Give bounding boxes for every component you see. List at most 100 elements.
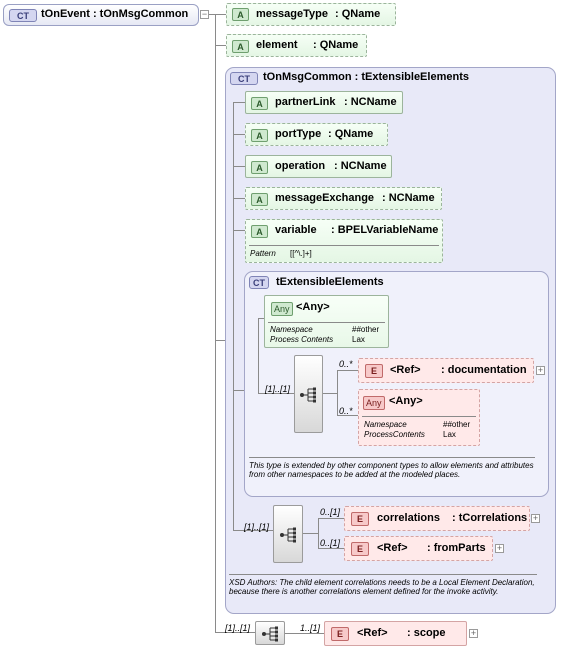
element-icon: E [351, 542, 369, 556]
connector-operation [233, 166, 245, 167]
collapse-root-icon[interactable]: − [200, 9, 209, 19]
element-icon: E [331, 627, 349, 641]
expand-scope-icon[interactable]: + [469, 628, 478, 638]
connector-correlations [318, 518, 344, 519]
element-documentation[interactable]: E <Ref> : documentation [358, 358, 534, 383]
attribute-type: : QName [328, 128, 374, 140]
attribute-messageexchange[interactable]: A messageExchange : NCName [245, 187, 442, 210]
expand-correlations-icon[interactable]: + [531, 513, 540, 523]
any-element[interactable]: Any <Any> Namespace ##other ProcessConte… [358, 389, 480, 446]
element-fromparts[interactable]: E <Ref> : fromParts [344, 536, 493, 561]
root-complex-type[interactable]: CT tOnEvent : tOnMsgCommon [3, 4, 199, 26]
any-icon: Any [363, 396, 385, 410]
connector-base-seq-out [303, 533, 318, 534]
sequence-icon [262, 626, 278, 642]
process-contents-value: Lax [352, 335, 365, 344]
connector-porttype [233, 134, 245, 135]
attribute-icon: A [232, 40, 249, 53]
attribute-type: : NCName [334, 160, 387, 172]
attribute-type: : QName [313, 39, 359, 51]
element-scope[interactable]: E <Ref> : scope [324, 621, 467, 646]
base-note-separator [229, 574, 537, 575]
base-sequence-multiplicity: [1]..[1] [244, 522, 270, 532]
connector-any-attribute [258, 318, 264, 319]
connector-ext-seq-out [323, 393, 337, 394]
base-connector [233, 102, 234, 530]
sequence-icon [300, 387, 316, 403]
connector-element [215, 45, 227, 46]
documentation-multiplicity: 0..* [339, 359, 353, 369]
any-attribute-name: <Any> [296, 301, 330, 313]
element-name: <Ref> [357, 627, 388, 639]
element-type: : tCorrelations [452, 512, 528, 524]
process-contents-label: Process Contents [270, 335, 334, 344]
complex-type-icon: CT [249, 276, 269, 289]
fromparts-multiplicity: 0..[1] [320, 538, 341, 548]
root-type-name: tOnEvent : tOnMsgCommon [41, 8, 189, 20]
element-name: <Ref> [390, 364, 421, 376]
ext-seq-branch [337, 370, 338, 415]
connector-partnerlink [233, 102, 245, 103]
extensible-note-separator [249, 457, 535, 458]
attribute-icon: A [251, 193, 268, 206]
attribute-element[interactable]: A element : QName [226, 34, 367, 57]
any-attribute[interactable]: Any <Any> Namespace ##other Process Cont… [264, 295, 389, 348]
attribute-icon: A [251, 97, 268, 110]
namespace-label: Namespace [364, 420, 407, 429]
extensible-note: This type is extended by other component… [249, 461, 534, 479]
attribute-icon: A [232, 8, 249, 21]
connector-ext-seq [258, 393, 294, 394]
element-icon: E [351, 512, 369, 526]
pattern-label: Pattern [250, 249, 276, 258]
bottom-sequence-compositor[interactable] [255, 621, 285, 645]
attribute-name: portType [275, 128, 322, 140]
attribute-name: variable [275, 224, 317, 236]
attribute-operation[interactable]: A operation : NCName [245, 155, 392, 178]
attribute-type: : NCName [382, 192, 435, 204]
complex-type-icon: CT [9, 9, 37, 22]
process-contents-value: Lax [443, 430, 456, 439]
attribute-type: : BPELVariableName [331, 224, 439, 236]
attribute-name: messageType [256, 8, 328, 20]
attribute-icon: A [251, 161, 268, 174]
attribute-icon: A [251, 225, 268, 238]
complex-type-icon: CT [230, 72, 258, 85]
any-separator [268, 322, 385, 323]
connector-fromparts [318, 548, 344, 549]
namespace-value: ##other [352, 325, 380, 334]
any-element-separator [362, 416, 476, 417]
any-element-multiplicity: 0..* [339, 406, 353, 416]
element-correlations[interactable]: E correlations : tCorrelations [344, 506, 530, 531]
attribute-name: messageExchange [275, 192, 375, 204]
attribute-messagetype[interactable]: A messageType : QName [226, 3, 396, 26]
base-sequence-compositor[interactable] [273, 505, 303, 563]
attribute-variable[interactable]: A variable : BPELVariableName Pattern [[… [245, 219, 443, 263]
expand-documentation-icon[interactable]: + [536, 365, 545, 375]
sequence-icon [280, 527, 296, 543]
attribute-partnerlink[interactable]: A partnerLink : NCName [245, 91, 403, 114]
sequence-compositor[interactable] [294, 355, 323, 433]
element-type: : documentation [441, 364, 527, 376]
connector-any-element [337, 415, 358, 416]
attribute-name: operation [275, 160, 326, 172]
base-seq-branch [318, 518, 319, 548]
connector-messageexchange [233, 198, 245, 199]
element-name: <Ref> [377, 542, 408, 554]
ext-connector [258, 318, 259, 393]
expand-fromparts-icon[interactable]: + [495, 543, 504, 553]
base-type-name: tOnMsgCommon : tExtensibleElements [263, 71, 469, 83]
element-type: : scope [407, 627, 446, 639]
attribute-icon: A [251, 129, 268, 142]
process-contents-label: ProcessContents [364, 430, 425, 439]
connector-scope [285, 633, 324, 634]
namespace-value: ##other [443, 420, 471, 429]
element-name: correlations [377, 512, 440, 524]
scope-multiplicity: 1..[1] [300, 623, 321, 633]
attribute-name: partnerLink [275, 96, 336, 108]
connector-extensible [233, 390, 245, 391]
base-type-note: XSD Authors: The child element correlati… [229, 578, 535, 596]
attribute-porttype[interactable]: A portType : QName [245, 123, 388, 146]
extensible-type-name: tExtensibleElements [276, 276, 384, 288]
sequence-multiplicity: [1]..[1] [265, 384, 291, 394]
connector-documentation [337, 370, 358, 371]
